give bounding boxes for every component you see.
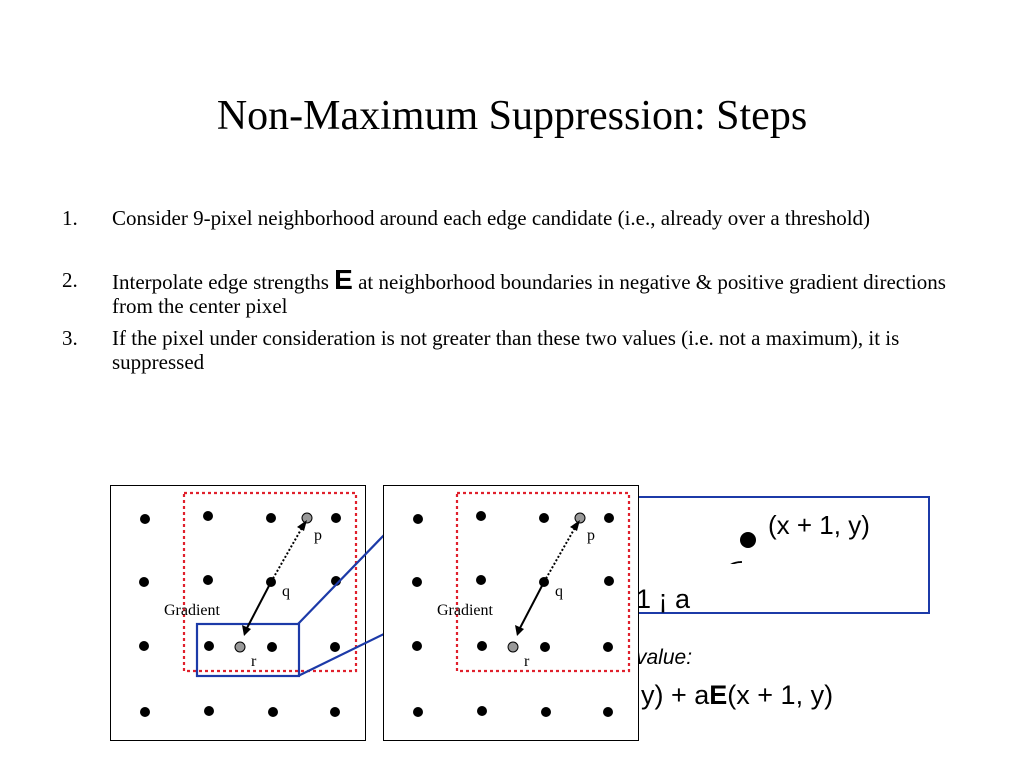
edge-strength-symbol: E [334, 264, 353, 295]
label-r: r [251, 653, 257, 670]
step-number: 3. [62, 326, 78, 350]
formula-prefix: , y) + a [626, 680, 710, 710]
neighbor-coord-label: (x + 1, y) [768, 510, 870, 540]
formula-suffix: (x + 1, y) [727, 680, 834, 710]
label-r: r [524, 653, 530, 670]
neighborhood-box [455, 491, 631, 673]
interp-formula: , y) + aE(x + 1, y) [626, 680, 833, 711]
formula-symbol: E [709, 680, 728, 710]
step-text: Consider 9-pixel neighborhood around eac… [112, 206, 871, 230]
interp-pixel-r [234, 641, 246, 653]
interp-pixel-r [507, 641, 519, 653]
pixel-grid [412, 511, 614, 717]
label-gradient: Gradient [164, 602, 220, 619]
interp-pixel-p [301, 512, 313, 524]
label-q: q [282, 583, 290, 600]
step-item: 1. Consider 9-pixel neighborhood around … [62, 206, 952, 230]
neighborhood-panel-right: p q r Gradient [383, 485, 639, 741]
step-text: If the pixel under consideration is not … [112, 326, 900, 374]
neighborhood-panel-left: p q r Gradient [110, 485, 366, 741]
interp-pixel-p [574, 512, 586, 524]
step-text-before: Interpolate edge strengths [112, 270, 335, 294]
step-item: 2. Interpolate edge strengths E at neigh… [62, 266, 952, 319]
neighbor-pixel-dot [740, 532, 756, 548]
slide-title: Non-Maximum Suppression: Steps [216, 93, 808, 139]
panel-right-graphic [412, 491, 631, 717]
step-text: Interpolate edge strengths E at neighbor… [112, 266, 952, 319]
interp-weight-label: 1 ¡ a [636, 584, 691, 614]
brace-graphic [730, 532, 756, 564]
step-number: 1. [62, 206, 78, 230]
brace-and-pixel [730, 500, 940, 564]
label-p: p [587, 527, 595, 544]
step-item: 3. If the pixel under consideration is n… [62, 326, 952, 374]
label-gradient: Gradient [437, 602, 493, 619]
panel-left-graphic [139, 491, 358, 717]
step-text-after: at neighborhood boundaries in negative &… [112, 270, 946, 318]
value-caption: value: [636, 646, 693, 669]
label-q: q [555, 583, 563, 600]
step-number: 2. [62, 268, 78, 292]
label-p: p [314, 527, 322, 544]
